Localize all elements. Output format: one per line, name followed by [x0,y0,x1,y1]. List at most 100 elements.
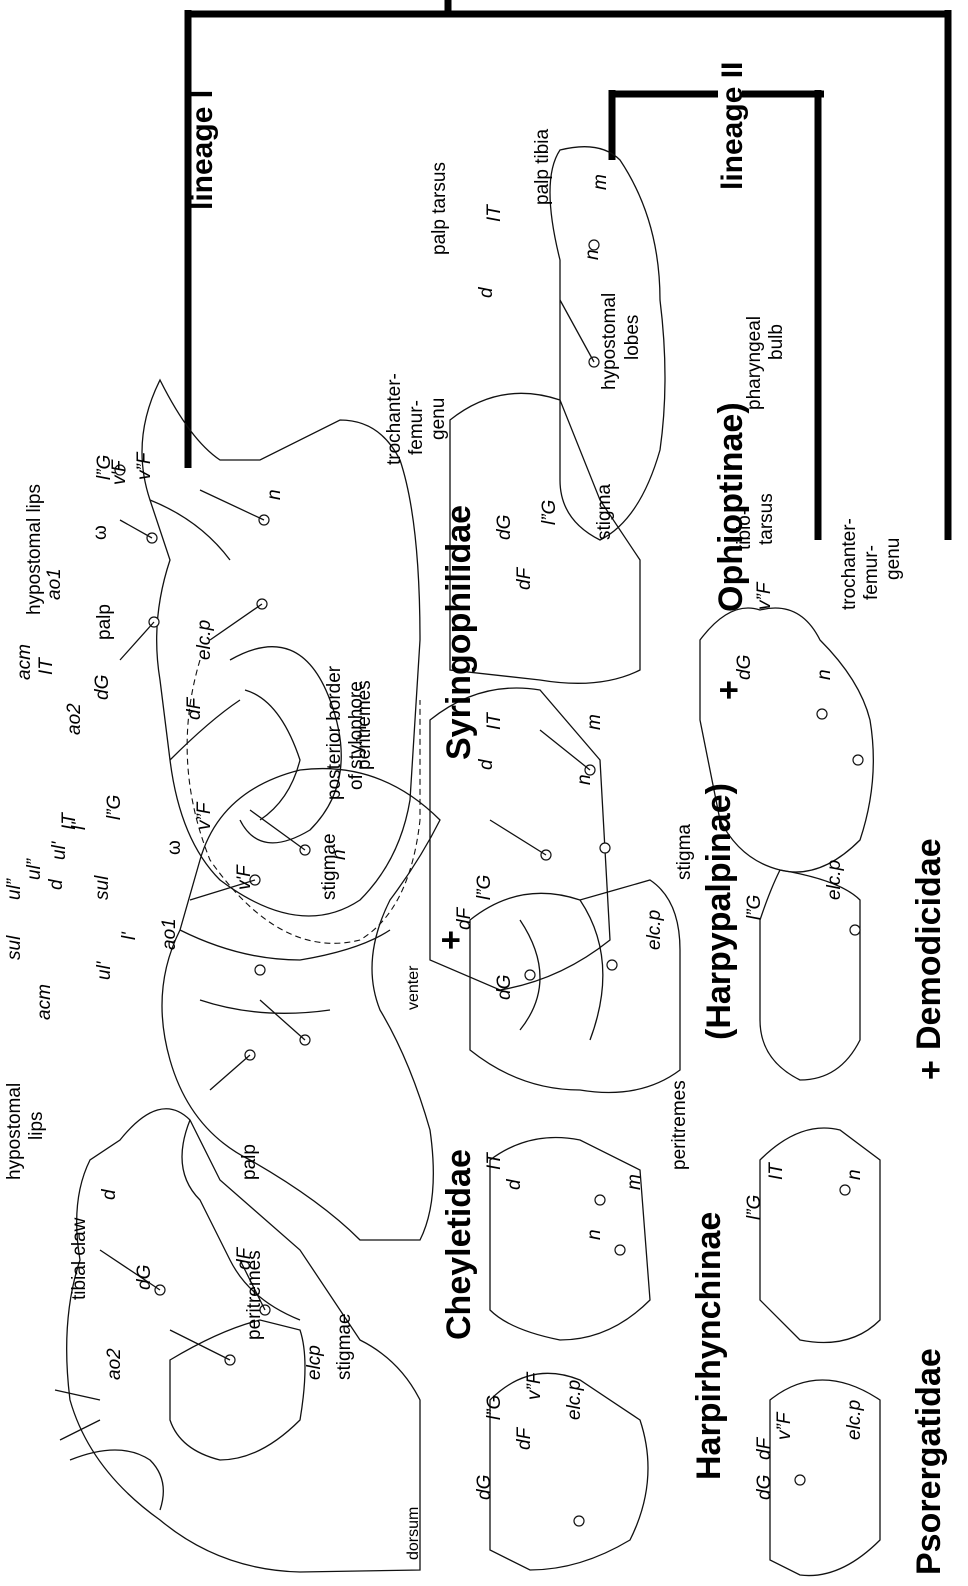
label-n-b: n [264,489,285,500]
label-sul-a: sul [4,935,25,960]
label-sul-b: sul [92,875,113,900]
label-palp-a: palp [239,1144,260,1180]
label-IT-s2: IT [484,712,505,730]
label-tfg-s1: trochanter- [384,373,405,465]
label-l-b: l' [69,821,90,830]
label-dG-p: dG [754,1475,775,1500]
taxon-demodicidae: Demodicidae [910,838,948,1050]
label-hypostomal-lips-a2: lips [26,1111,47,1140]
label-IT-b: IT [36,657,57,675]
label-m-hr: m [624,1174,645,1190]
label-tfg-o2: femur- [861,545,882,600]
taxon-psorergatidae: Psorergatidae [910,1348,948,1575]
label-ao1-b: ao1 [44,568,65,600]
label-tfg-o1: trochanter- [839,518,860,610]
label-hypostomal-lips-a1: hypostomal [4,1083,25,1180]
label-vF-prime-b: v'F [109,459,130,485]
cheyletidae-stylophore-drawing [115,380,420,943]
label-n-o: n [814,669,835,680]
label-stigma-h: stigma [674,824,695,880]
label-dF-b: dF [184,696,205,720]
label-d-a: d [99,1188,120,1200]
label-elcp-d: elc.p [824,860,845,900]
label-posterior-border-1: posterior border [324,665,345,800]
label-lG-d: l”G [744,895,765,920]
label-tibial-claw: tibial claw [69,1217,90,1300]
label-dorsum: dorsum [405,1507,422,1560]
label-pharyngeal-2: bulb [766,324,787,360]
label-ao1-a: ao1 [159,918,180,950]
label-ul-dbl-b: ul” [24,857,45,880]
label-elcp-p: elc.p [844,1400,865,1440]
label-ao2-b: ao2 [64,703,85,735]
label-peritremes-h: peritremes [669,1080,690,1170]
label-stigmae-b: stigmae [319,833,340,900]
label-ul-prime-b: ul' [49,840,70,860]
label-stigmae-a: stigmae [334,1313,355,1380]
label-d-s1: d [476,286,497,298]
taxon-ophioptinae: Ophioptinae) [712,402,750,612]
plus-sign-1: + [710,680,748,700]
taxon-harpypalpinae: (Harpypalpinae) [700,783,738,1040]
label-ao2-a: ao2 [104,1348,125,1380]
label-l-prime-a: l' [119,931,140,940]
label-dG-o: dG [734,655,755,680]
label-lG-hr: l”G [484,1395,505,1420]
label-n-s1: n [582,249,603,260]
label-acm-a: acm [34,984,55,1020]
label-dG-b: dG [92,675,113,700]
label-hypostomal-lobes-2: lobes [622,315,643,360]
label-tfg-s2: femur- [406,400,427,455]
label-lG-h: l”G [474,875,495,900]
label-vF-p: v”F [774,1411,795,1440]
label-dF-p: dF [754,1436,775,1460]
taxon-syringophilidae: Syringophilidae [440,505,478,760]
label-ul-dbl-a: ul” [4,877,25,900]
label-n-hr: n [584,1229,605,1240]
label-dF-hr: dF [514,1426,535,1450]
label-palp-tibia: palp tibia [532,129,553,205]
label-tarsus: tarsus [756,493,777,545]
label-IT-s1: IT [484,204,505,222]
plus-sign-2: + [432,930,470,950]
label-omega-a: ω [164,840,185,855]
label-IT-p: IT [766,1162,787,1180]
lineage-1-label: lineage I [186,90,219,210]
taxon-cheyletidae: Cheyletidae [440,1149,478,1340]
harpirhynchinae-drawings [490,1138,650,1571]
label-palp-tarsus: palp tarsus [429,162,450,255]
label-d-hr: d [504,1178,525,1190]
label-vF-dbl-b: v”F [134,451,155,480]
label-vF-o: v”F [754,581,775,610]
psorergatidae-drawings [760,1128,880,1576]
lineage-2-label: lineage II [716,62,749,190]
label-lG-s: l”G [539,500,560,525]
label-ul-prime-a: ul' [94,960,115,980]
label-lG-p: l”G [744,1195,765,1220]
label-dG-h: dG [494,975,515,1000]
label-dF-h: dF [454,906,475,930]
label-palp-b: palp [94,604,115,640]
label-tfg-s3: genu [428,398,449,440]
label-dG-hr: dG [474,1475,495,1500]
label-elcp-a: elcp [304,1345,325,1380]
label-hypostomal-lobes-1: hypostomal [599,293,620,390]
label-dF-s: dF [514,566,535,590]
label-m-s2: m [584,714,605,730]
label-vF-prime-a: v'F [234,864,255,890]
label-vF-hr: v”F [524,1371,545,1400]
label-pharyngeal-1: pharyngeal [744,316,765,410]
label-m-s1: m [590,174,611,190]
label-dG-s: dG [494,515,515,540]
label-dG-a: dG [134,1265,155,1290]
label-peritremes-b: peritremes [354,680,375,770]
phylogeny-tree [188,0,948,540]
label-elcp-hr: elc.p [564,1380,585,1420]
label-n-s2: n [574,774,595,785]
taxon-harpirhynchinae: Harpirhynchinae [690,1212,728,1480]
label-d-s2: d [476,758,497,770]
label-peritremes-a: peritremes [244,1250,265,1340]
label-stigma-s: stigma [594,484,615,540]
